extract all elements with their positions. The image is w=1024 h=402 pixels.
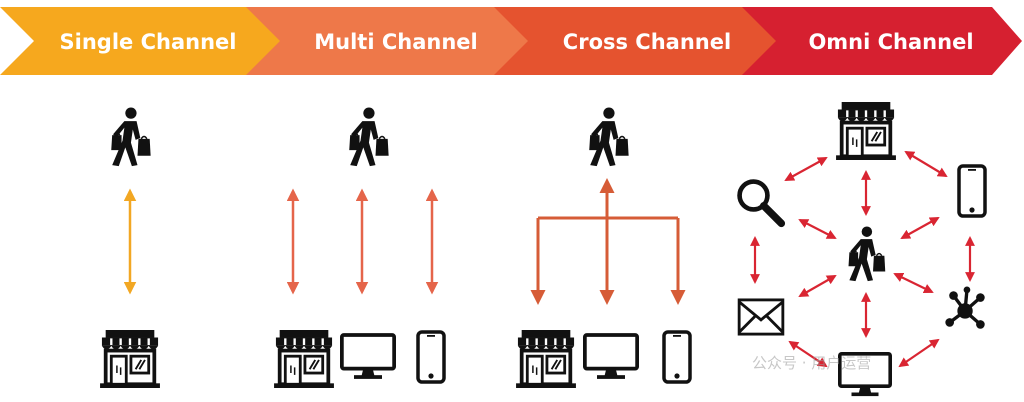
omni-store-search-arrow [784,157,828,181]
network-icon [943,286,987,331]
stage-omni-label: Omni Channel [808,30,973,54]
omni-channel-diagram [737,102,987,397]
store-icon [836,102,896,160]
omni-hub-search-arrow [798,219,837,239]
stage-multi: Multi Channel [246,7,530,75]
shopper-icon [348,107,390,167]
phone-icon [416,330,446,384]
omni-hub-network-arrow [893,273,934,293]
monitor-icon [340,333,396,380]
single-channel-diagram [100,107,160,388]
multi-channel-diagram [274,107,446,388]
stage-single-chevron [0,7,284,75]
stage-cross-chevron [494,7,780,75]
shopper-icon [110,107,152,167]
mail-icon [737,298,785,336]
stage-chevrons: Single Channel Multi Channel Cross Chann… [0,7,1022,75]
stage-single: Single Channel [0,7,284,75]
store-icon [100,330,160,388]
omni-hub-mail-arrow [798,275,837,297]
omni-network-monitor-arrow [898,338,940,368]
store-icon [516,330,576,388]
phone-icon [662,330,692,384]
omni-connector-arrows [750,150,975,368]
stage-cross-label: Cross Channel [563,30,731,54]
stage-single-label: Single Channel [60,30,237,54]
shopper-icon [847,226,886,282]
phone-icon [957,164,987,218]
store-icon [274,330,334,388]
search-icon [740,182,782,224]
shopper-icon [588,107,630,167]
stage-omni: Omni Channel [742,7,1022,75]
omni-store-phone-arrow [904,150,948,178]
cross-channel-diagram [516,107,692,388]
stage-cross: Cross Channel [494,7,780,75]
stage-multi-chevron [246,7,530,75]
omni-mail-monitor-arrow [788,340,828,368]
stage-multi-label: Multi Channel [314,30,477,54]
stage-omni-chevron [742,7,1022,75]
watermark-text: 公众号 · 用户运营 [752,354,871,372]
monitor-icon [583,333,639,380]
omni-hub-phone-arrow [900,217,940,239]
